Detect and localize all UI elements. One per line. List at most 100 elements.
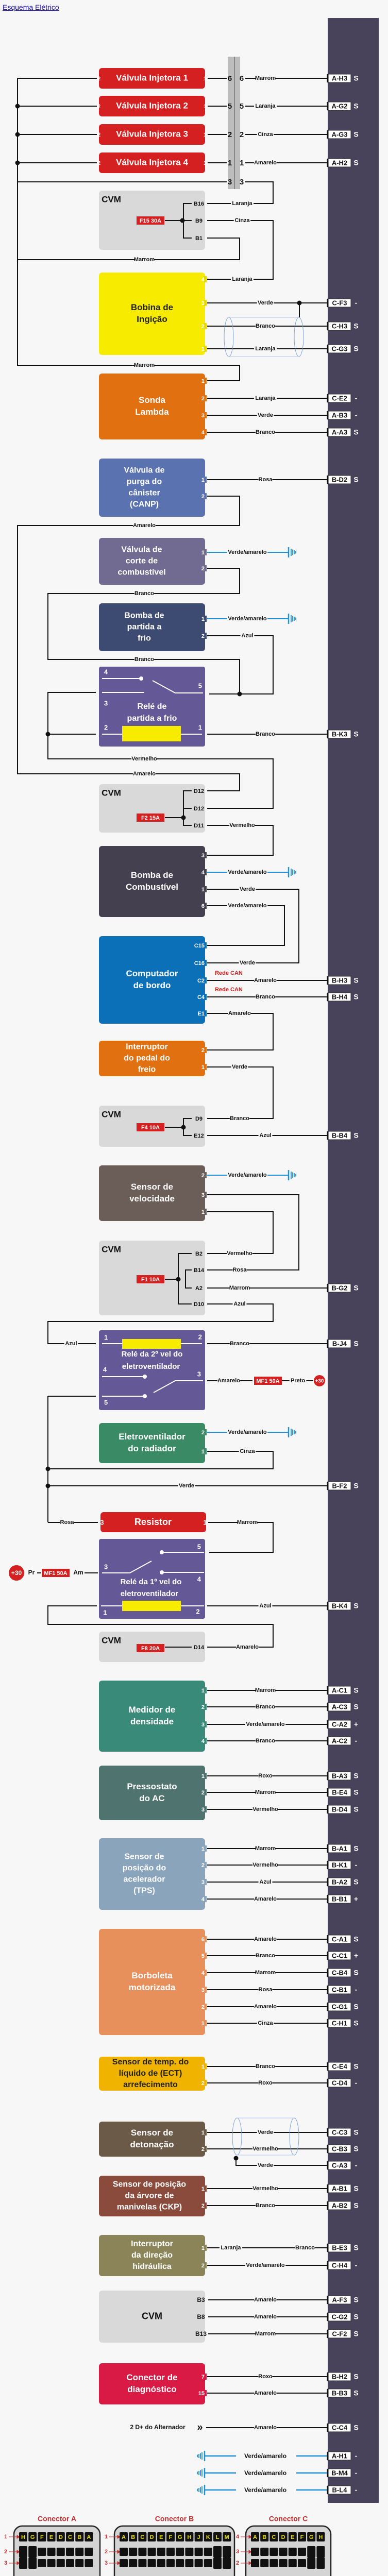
connector-pin-cell: [279, 2548, 288, 2556]
pin-tab: [204, 1953, 207, 1959]
resistor-box: [100, 1512, 206, 1532]
wire-color-label: Branco: [256, 429, 275, 435]
pin-number: 4: [201, 1896, 205, 1903]
wire-color-label: Vermelho: [252, 2185, 278, 2192]
connector-pin: 5: [240, 102, 244, 111]
wire-vermelho-b2: [207, 1211, 274, 1254]
wire-verde-bomba: [207, 889, 299, 963]
wire-label-bg: [240, 632, 255, 639]
wire-branco-corte: [47, 568, 240, 694]
cvm-pin: D12: [194, 806, 204, 812]
cvm-pin: B14: [194, 1267, 205, 1274]
pin-tab: [204, 633, 207, 639]
relay-title: eletroventilador: [122, 1362, 180, 1371]
wire-rosa-b14: [207, 1194, 299, 1270]
wire-color-label: Amarelo: [254, 977, 277, 984]
wire-color-label: Roxo: [258, 1773, 273, 1779]
wire-color-label: Verde: [258, 300, 273, 306]
wire-color-label: Laranja: [232, 276, 252, 282]
pin-number: 1: [204, 76, 207, 82]
wire-amarelo-d14: [47, 1605, 274, 1648]
wire-label-bg: [134, 256, 155, 263]
ground-icon: [197, 2485, 206, 2495]
cvm-title: CVM: [142, 2311, 162, 2321]
pin-tab: [204, 1936, 207, 1942]
connector-pin: 1: [228, 159, 232, 167]
can-network-label: Rede CAN: [215, 987, 243, 993]
connector-pin-cell: [56, 2559, 65, 2567]
wire-color-label: Branco: [256, 323, 275, 329]
pin-number: 3: [201, 1807, 205, 1813]
wire-color-label: Amarelo: [133, 771, 156, 777]
pressostato-box: [99, 1766, 205, 1820]
wire-color-label: Preto: [291, 1378, 305, 1384]
diagram-title-link[interactable]: Esquema Elétrico: [3, 3, 59, 11]
component-title: (CANP): [130, 500, 159, 509]
power-source-label: +30: [11, 1569, 22, 1577]
cable-shield-icon: [224, 317, 234, 357]
component-title: da direção: [131, 2251, 173, 2260]
connector-pin-cell: [85, 2559, 93, 2567]
wire-color-label: Azul: [65, 1341, 77, 1347]
pin-number: 1: [201, 378, 205, 384]
wire-vermelho-rele: [47, 692, 274, 809]
pin-number: C4: [197, 994, 205, 1001]
connector-pin-cell: [129, 2548, 138, 2556]
fuse-icon: [137, 814, 164, 822]
connector-column-label: H: [21, 2534, 25, 2540]
connector-column-label: L: [216, 2534, 220, 2540]
cvm-internal-wire: [178, 1253, 192, 1304]
connector-column-label: J: [197, 2534, 200, 2540]
power-source-icon: [9, 1565, 24, 1581]
wire-label-bg: [257, 299, 274, 307]
wire-label-bg: [254, 159, 277, 166]
wire-color-label: Roxo: [258, 2080, 273, 2086]
ecu-pin-label: C-H1: [332, 2019, 347, 2027]
connector-pin-cell: [138, 2559, 147, 2567]
relay-switch-arm: [102, 1561, 152, 1573]
injector-title: Válvula Injetora 1: [116, 73, 188, 82]
fuse-label: F15 30A: [140, 218, 161, 224]
trip-computer-box: [99, 936, 205, 1024]
connector-pin-cell: [138, 2548, 147, 2556]
radiator-fan-box: [99, 1423, 205, 1463]
ecu-pin-type: S: [353, 1772, 358, 1780]
wire-color-label: Laranja: [221, 2245, 241, 2251]
alternator-label: 2 D+ do Alternador: [130, 2424, 185, 2431]
pin-number: C15: [194, 943, 205, 949]
ecu-pin-type: -: [355, 2161, 358, 2170]
component-title: Combustível: [126, 882, 178, 892]
wire-color-label: Vermelho: [252, 1806, 278, 1812]
injector-title: Válvula Injetora 4: [116, 157, 188, 167]
connector-pin: 1: [240, 159, 244, 167]
connector-column-label: A: [253, 2534, 257, 2540]
connector-pin-cell: [66, 2548, 74, 2556]
ecu-pin-label: B-L4: [332, 2486, 348, 2494]
connector-pin-cell: [147, 2559, 156, 2567]
cvm-pin: A2: [195, 1285, 203, 1292]
wire-marrom-b1: [17, 182, 240, 260]
wire-label-bg: [232, 1300, 247, 1308]
pin-number: 15: [198, 2391, 205, 2397]
pin-tab: [204, 994, 207, 1000]
connector-pin-cell: [223, 2557, 231, 2569]
connector-pin-cell: [223, 2546, 231, 2557]
ecu-pin-type: +: [354, 1895, 358, 1903]
fuse-icon: [137, 1644, 164, 1652]
component-title: Conector de: [126, 2372, 177, 2382]
cvm-title: CVM: [102, 194, 121, 204]
wire-color-label: Azul: [259, 1603, 271, 1609]
wire-color-label: Marrom: [255, 1970, 276, 1976]
pin-number: 1: [204, 132, 207, 138]
wire-label-bg: [227, 1429, 268, 1436]
ecu-pin-label: C-H4: [332, 2261, 348, 2269]
pin-tab: [204, 2262, 207, 2268]
connector-title: Conector B: [155, 2515, 194, 2523]
ecu-pin-label: C-H3: [332, 322, 347, 330]
ecu-pin-label: C-G2: [331, 2313, 347, 2320]
pin-number: 1: [201, 2064, 205, 2070]
pin-tab: [204, 429, 207, 435]
connector-pin-cell: [223, 2532, 231, 2541]
pin-number: 1: [201, 477, 205, 483]
ecu-pin-label: A-H2: [332, 159, 347, 166]
